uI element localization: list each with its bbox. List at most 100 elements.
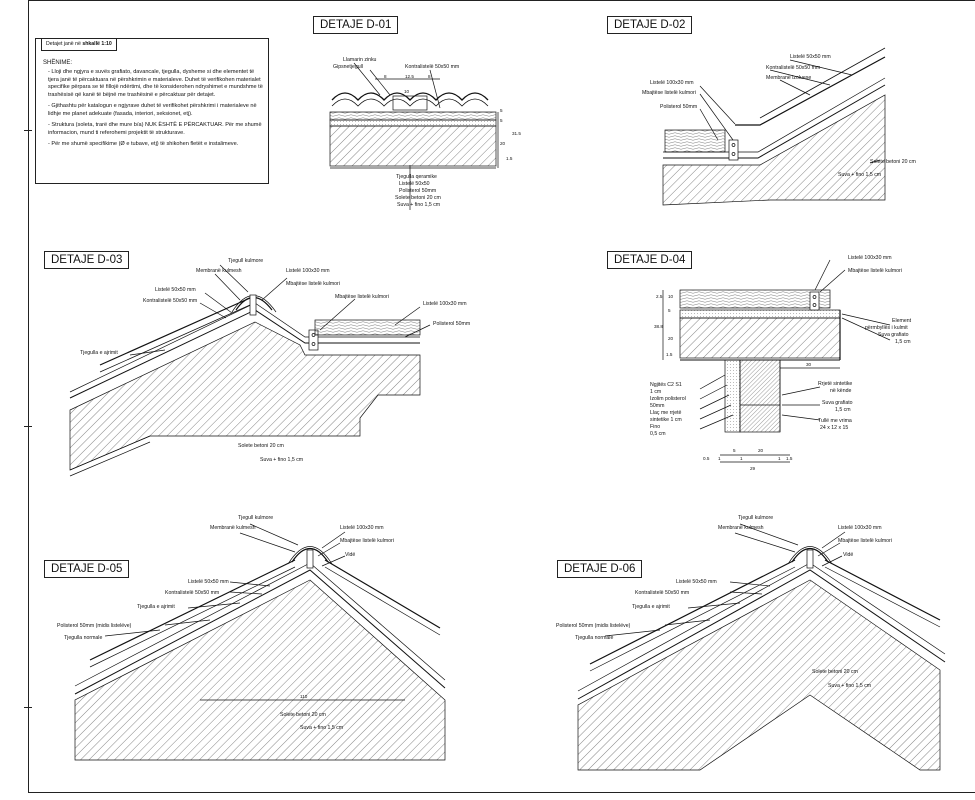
d06-label-kontra: Kontralistelë 50x50 mm	[635, 590, 689, 596]
d05-label-suva: Suva + fino 1,5 cm	[300, 725, 343, 731]
d04-label-tulle: Tullë me vrima	[818, 418, 852, 424]
d01-stack-item: Listelë 50x50	[399, 181, 430, 187]
d04-label-izolim: Izolim polisterol	[650, 396, 686, 402]
d04-label-ngjites: Ngjitës C2 S1	[650, 382, 682, 388]
d01-dim-top: 8	[384, 74, 387, 79]
notes-list: - Lloji dhe ngjyra e suvës grafiato, dav…	[42, 69, 266, 153]
d04-label-suva-graf2-v: 1,5 cm	[835, 407, 851, 413]
d04-label-llaq-2: sintetike 1 cm	[650, 417, 682, 423]
d06-label-suva: Suva + fino 1,5 cm	[828, 683, 871, 689]
d01-dim-side: 1.5	[506, 156, 513, 161]
d01-dim-side: 20	[500, 141, 506, 146]
d04-label-suva-graf-v: 1,5 cm	[895, 339, 911, 345]
d05-labels: Tjegull kulmore Membranë kulmesh Listelë…	[57, 515, 394, 731]
d04-dim-bottom: 1	[718, 456, 721, 461]
d04-dim-total: 29	[750, 466, 756, 471]
frame-tick	[24, 707, 32, 708]
frame-top-line	[28, 0, 975, 1]
detail-d04	[662, 259, 891, 463]
detail-title-d01: DETAJE D-01	[313, 16, 399, 34]
d03-label-tjegull: Tjegull kulmore	[228, 258, 263, 264]
d03-label-polisterol: Polisterol 50mm	[433, 321, 470, 327]
d02-labels: Listelë 50x50 mm Kontralistelë 50x50 mm …	[642, 54, 916, 178]
detail-d02	[662, 47, 886, 206]
d04-dim-bottom: 1.5	[786, 456, 793, 461]
d04-label-suva-graf: Suva grafiato	[878, 332, 909, 338]
d02-label-suva: Suva + fino 1,5 cm	[838, 172, 881, 178]
d04-label-suva-graf2: Suva grafiato	[822, 400, 853, 406]
d05-dim: 110	[300, 694, 308, 699]
d01-stack-item: Suva + fino 1,5 cm	[397, 202, 440, 208]
note-item: - Gjithashtu për katalogun e ngjyrave du…	[48, 103, 257, 117]
d01-stack-item: Polisterol 50mm	[399, 188, 436, 194]
d04-labels: Listelë 100x30 mm Mbajtëse listelë kulmo…	[650, 255, 912, 471]
d04-label-rrjete-2: në kënde	[830, 388, 851, 394]
note-item: - Struktura (soleta, trarë dhe mure b/a)…	[48, 122, 262, 136]
d04-dim-left: 1.5	[666, 352, 673, 357]
d02-label-mbajtese: Mbajtëse listelë kulmori	[642, 90, 696, 96]
d05-label-normale: Tjegulla normale	[64, 635, 102, 641]
d03-label-kontra: Kontralistelë 50x50 mm	[143, 298, 197, 304]
d04-label-listele100: Listelë 100x30 mm	[848, 255, 892, 261]
d04-dim-bottom: 0.5	[703, 456, 710, 461]
d03-label-suva: Suva + fino 1,5 cm	[260, 457, 303, 463]
note-item: - Për me shumë specifikime (Ø e tubave, …	[48, 141, 239, 148]
scale-label: Detajet janë në shkallë 1:10	[41, 38, 117, 52]
d04-dim-30: 30	[806, 362, 812, 367]
d04-dim-left: 2.5	[656, 294, 663, 299]
d04-label-element-2: përmbyllës i kulmit	[865, 325, 908, 331]
d04-label-fino: Fino	[650, 424, 660, 430]
d06-label-listele: Listelë 50x50 mm	[676, 579, 717, 585]
notes-box: Detajet janë në shkallë 1:10 SHËNIME: - …	[35, 38, 269, 184]
d06-label-tjegull: Tjegull kulmore	[738, 515, 773, 521]
d05-label-membrane: Membranë kulmesh	[210, 525, 256, 531]
d01-dim-side: 5	[500, 108, 503, 113]
scale-prefix: Detajet janë në	[46, 41, 83, 47]
d04-label-element: Element	[892, 318, 912, 324]
d04-label-izolim-v: 50mm	[650, 403, 664, 409]
d01-dim-top: 8	[428, 74, 431, 79]
d04-label-llaq: Llaç me rrjetë	[650, 410, 682, 416]
d01-label-kontra: Kontralistelë 50x50 mm	[405, 64, 459, 70]
d03-label-membrane: Membranë kulmesh	[196, 268, 242, 274]
d03-label-mbajtese-2: Mbajtëse listelë kulmori	[335, 294, 389, 300]
d04-dim-left: 20	[668, 336, 674, 341]
d05-label-listele100: Listelë 100x30 mm	[340, 525, 384, 531]
d04-label-ngjites-v: 1 cm	[650, 389, 661, 395]
d02-label-polisterol: Polisterol 50mm	[660, 104, 697, 110]
d05-label-mbajtese: Mbajtëse listelë kulmori	[340, 538, 394, 544]
d02-label-membrane: Membranë izoluese	[766, 75, 811, 81]
d06-label-membrane: Membranë kulmesh	[718, 525, 764, 531]
d05-label-kontra: Kontralistelë 50x50 mm	[165, 590, 219, 596]
frame-bottom-line	[28, 792, 975, 793]
d01-labels: Llamarin zinku Gipsnetjegull Kontraliste…	[333, 57, 521, 208]
d05-label-listele: Listelë 50x50 mm	[188, 579, 229, 585]
detail-title-d02: DETAJE D-02	[607, 16, 693, 34]
d03-labels: Tjegull kulmore Membranë kulmesh Listelë…	[80, 258, 470, 463]
d01-dim-side: 5	[500, 118, 503, 123]
d05-label-solete: Solete betoni 20 cm	[280, 712, 326, 718]
d06-label-vide: Vidë	[843, 552, 853, 558]
frame-tick	[24, 426, 32, 427]
d03-label-listele100-2: Listelë 100x30 mm	[423, 301, 467, 307]
note-item: - Lloji dhe ngjyra e suvës grafiato, dav…	[48, 69, 263, 98]
d01-stack-item: Solete betoni 20 cm	[395, 195, 441, 201]
d03-label-ajrimit: Tjegulla e ajrimit	[80, 350, 118, 356]
d06-labels: Tjegull kulmore Membranë kulmesh Listelë…	[556, 515, 892, 689]
d03-label-solete: Solete betoni 20 cm	[238, 443, 284, 449]
d04-label-tulle-2: 24 x 12 x 15	[820, 425, 848, 431]
d01-label-llamarin: Llamarin zinku	[343, 57, 377, 63]
d03-label-listele100: Listelë 100x30 mm	[286, 268, 330, 274]
detail-d06	[577, 523, 946, 771]
detail-title-d06: DETAJE D-06	[557, 560, 643, 578]
d04-dim-left: 5	[668, 308, 671, 313]
d04-dim-bottom: 1	[740, 456, 743, 461]
d01-dim-side: 31.5	[512, 131, 521, 136]
frame-left-line	[28, 0, 29, 792]
detail-d01	[329, 62, 499, 210]
d02-label-kontra: Kontralistelë 50x50 mm	[766, 65, 820, 71]
notes-title: SHËNIME:	[43, 60, 73, 66]
frame-tick	[24, 130, 32, 131]
d06-label-ajrimit: Tjegulla e ajrimit	[632, 604, 670, 610]
